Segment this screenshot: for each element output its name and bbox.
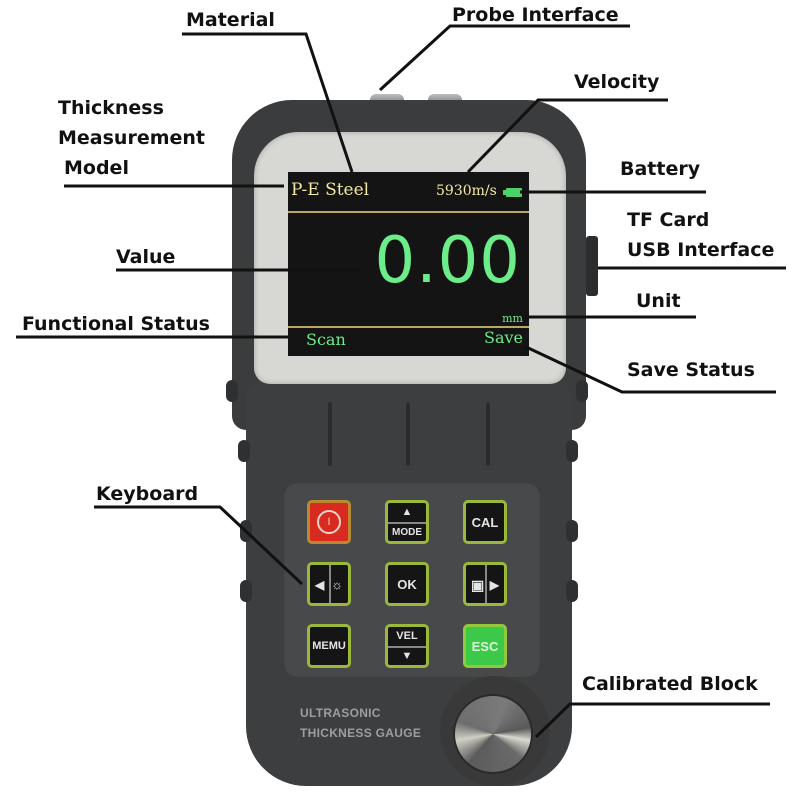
label-functional-status: Functional Status — [22, 313, 210, 335]
label-keyboard: Keyboard — [96, 483, 199, 505]
label-calibrated-block: Calibrated Block — [582, 673, 758, 695]
grip — [240, 520, 252, 542]
brightness-icon: ☼ — [331, 577, 343, 592]
key-divider — [329, 565, 331, 603]
grip — [226, 380, 238, 402]
lcd-screen: P-E Steel 5930m/s 0.00 mm Scan Save — [288, 172, 529, 356]
right-arrow-icon: ▶ — [489, 578, 499, 592]
grip — [576, 380, 588, 402]
label-thickness-line2: Measurement — [58, 127, 205, 149]
key-divider — [388, 646, 426, 648]
key-divider — [388, 522, 426, 524]
grip — [566, 440, 578, 462]
label-material: Material — [186, 9, 275, 31]
mode-up-button[interactable]: ▲ MODE — [385, 500, 429, 544]
battery-full-icon — [503, 188, 522, 197]
label-velocity: Velocity — [574, 71, 660, 93]
screen-header: P-E Steel 5930m/s — [288, 172, 529, 208]
body-ridge — [406, 402, 410, 466]
esc-button[interactable]: ESC — [463, 624, 507, 668]
grip — [566, 580, 578, 602]
label-battery: Battery — [620, 158, 701, 180]
grip — [240, 580, 252, 602]
label-save-status: Save Status — [627, 359, 755, 381]
label-value: Value — [116, 246, 176, 268]
save-right-button[interactable]: ▣ ▶ — [463, 562, 507, 606]
label-tf-card-line2: USB Interface — [627, 239, 775, 261]
cal-button[interactable]: CAL — [463, 500, 507, 544]
ok-label: OK — [397, 576, 417, 592]
material-mode-text: P-E Steel — [291, 180, 370, 200]
up-arrow-icon: ▲ — [401, 506, 413, 518]
thickness-value: 0.00 — [374, 224, 521, 298]
menu-button[interactable]: MEMU — [307, 624, 351, 668]
menu-label: MEMU — [312, 640, 346, 652]
calibrated-block — [455, 696, 531, 772]
vel-label: VEL — [396, 630, 418, 642]
ok-button[interactable]: OK — [385, 562, 429, 606]
probe-connector-right — [428, 94, 462, 104]
unit-text: mm — [502, 312, 523, 325]
vel-down-button[interactable]: VEL ▼ — [385, 624, 429, 668]
label-thickness-line1: Thickness — [58, 97, 164, 119]
screen-divider-top — [288, 211, 529, 213]
left-arrow-icon: ◀ — [315, 578, 325, 592]
grip — [566, 520, 578, 542]
grip — [238, 440, 250, 462]
brand-line-2: THICKNESS GAUGE — [300, 726, 422, 740]
label-tf-card-line1: TF Card — [627, 209, 710, 231]
tf-card-usb-port — [586, 236, 598, 296]
screen-divider-bottom — [288, 326, 529, 328]
label-probe-interface: Probe Interface — [452, 4, 619, 26]
save-status-text: Save — [483, 328, 523, 347]
cal-label: CAL — [471, 514, 499, 530]
label-unit: Unit — [636, 290, 681, 312]
save-disk-icon: ▣ — [471, 577, 485, 593]
down-arrow-icon: ▼ — [401, 650, 413, 662]
body-ridge — [328, 402, 332, 466]
probe-connector-left — [370, 94, 404, 104]
functional-status-text: Scan — [306, 330, 346, 349]
brand-line-1: ULTRASONIC — [300, 706, 381, 720]
keypad-panel: I ▲ MODE CAL ◀ ☼ OK ▣ ▶ MEMU VEL ▼ — [283, 482, 541, 678]
mode-label: MODE — [392, 527, 422, 538]
power-icon: I — [317, 510, 341, 534]
velocity-text: 5930m/s — [436, 183, 497, 199]
key-divider — [485, 565, 487, 603]
esc-label: ESC — [471, 638, 499, 654]
body-ridge — [486, 402, 490, 466]
left-brightness-button[interactable]: ◀ ☼ — [307, 562, 351, 606]
label-thickness-line3: Model — [64, 157, 129, 179]
power-button[interactable]: I — [307, 500, 351, 544]
